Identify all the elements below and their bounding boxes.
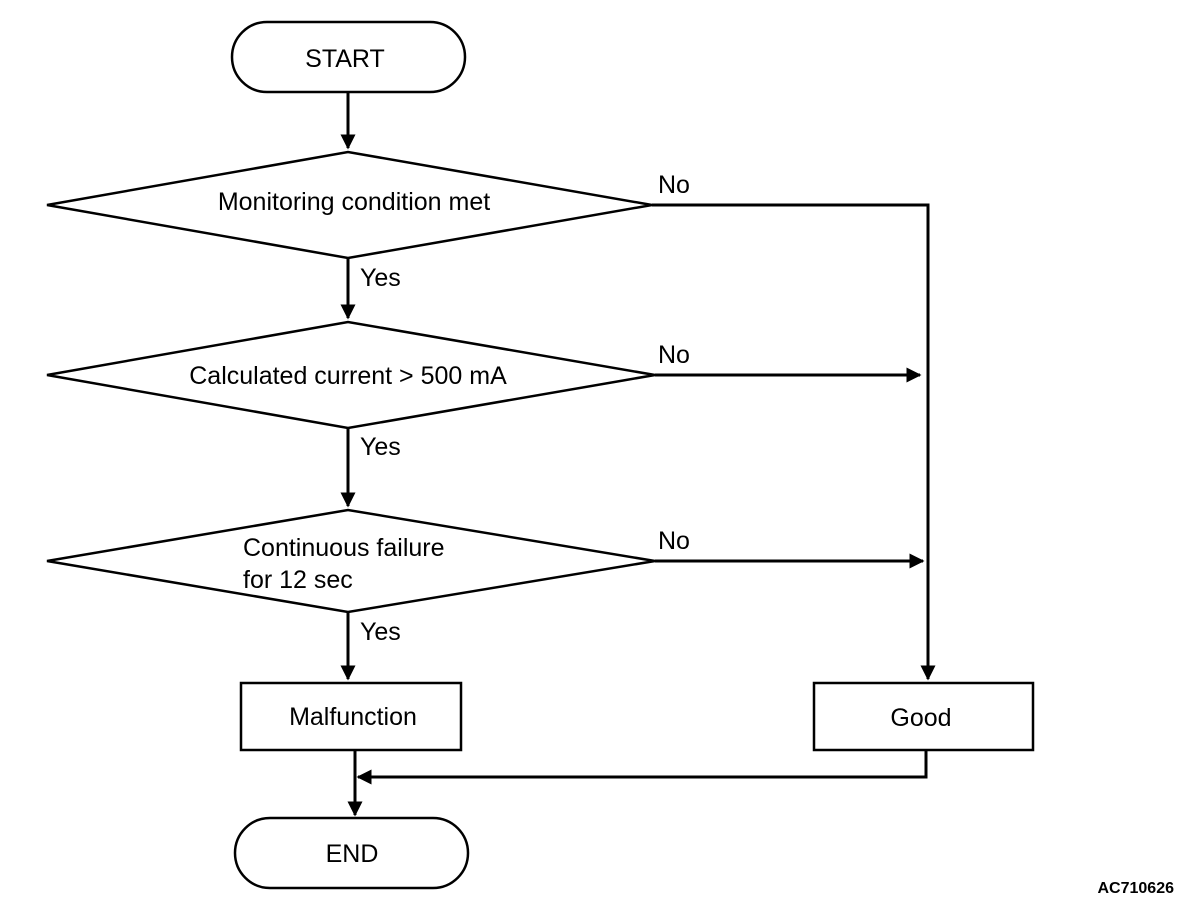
decision3-yes-label: Yes: [360, 618, 401, 646]
connector-good-end: [356, 750, 928, 785]
decision2-no-label: No: [658, 341, 690, 369]
figure-code: AC710626: [1098, 880, 1175, 897]
decision2-label: Calculated current > 500 mA: [189, 362, 507, 390]
good-label: Good: [890, 704, 951, 732]
end-label: END: [326, 840, 379, 868]
malfunction-label: Malfunction: [289, 703, 417, 731]
good-box: [812, 681, 1035, 752]
decision3-no-label: No: [658, 527, 690, 555]
decision3-label-line2: for 12 sec: [243, 566, 353, 594]
end-terminal: [233, 816, 470, 890]
decision1-no-label: No: [658, 171, 690, 199]
connector-decision1-good: [652, 203, 936, 681]
decision3-label-line1: Continuous failure: [243, 534, 445, 562]
start-label: START: [305, 45, 385, 73]
malfunction-box: [239, 681, 463, 752]
decision1-label: Monitoring condition met: [218, 188, 490, 216]
decision2-yes-label: Yes: [360, 433, 401, 461]
decision1-yes-label: Yes: [360, 264, 401, 292]
